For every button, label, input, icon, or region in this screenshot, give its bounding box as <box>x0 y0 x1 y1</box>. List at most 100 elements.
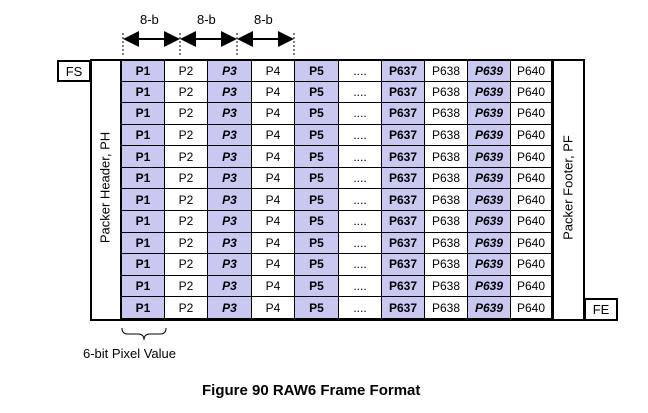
pixel-cell: .... <box>339 232 382 255</box>
pixel-cell: P2 <box>165 254 208 276</box>
pixel-cell: P637 <box>382 211 425 233</box>
pixel-cell: P1 <box>121 297 165 319</box>
pixel-cell: P3 <box>208 254 252 276</box>
pixel-cell: P639 <box>468 189 511 212</box>
pixel-cell: P640 <box>511 254 552 276</box>
packet-footer <box>552 59 585 321</box>
pixel-cell: P640 <box>511 275 552 298</box>
pixel-cell: P2 <box>165 211 208 233</box>
pixel-cell: P2 <box>165 146 208 168</box>
pixel-cell: P4 <box>252 167 295 190</box>
frame-end-label: FE <box>592 302 610 317</box>
pixel-cell: P5 <box>295 275 339 298</box>
pixel-cell: P639 <box>468 297 511 319</box>
pixel-cell: P637 <box>382 275 425 298</box>
pixel-cell: .... <box>339 167 382 190</box>
pixel-cell: P2 <box>165 60 208 82</box>
pixel-cell: P5 <box>295 124 339 147</box>
pixel-cell: P5 <box>295 81 339 104</box>
pixel-cell: P1 <box>121 103 165 125</box>
frame-end-box: FE <box>584 298 618 321</box>
pixel-cell: P5 <box>295 60 339 82</box>
pixel-cell: P2 <box>165 103 208 125</box>
figure-caption: Figure 90 RAW6 Frame Format <box>202 382 421 399</box>
pixel-cell: P3 <box>208 103 252 125</box>
pixel-cell: P1 <box>121 211 165 233</box>
pixel-cell: P638 <box>425 60 468 82</box>
pixel-cell: P639 <box>468 167 511 190</box>
pixel-cell: P3 <box>208 167 252 190</box>
pixel-cell: P638 <box>425 167 468 190</box>
pixel-cell: P640 <box>511 81 552 104</box>
bit-label-2: 8-b <box>197 12 216 27</box>
pixel-cell: P3 <box>208 232 252 255</box>
pixel-cell: P638 <box>425 124 468 147</box>
pixel-cell: P638 <box>425 103 468 125</box>
pixel-cell: P4 <box>252 254 295 276</box>
pixel-cell: P2 <box>165 232 208 255</box>
pixel-cell: P4 <box>252 103 295 125</box>
pixel-cell: P640 <box>511 60 552 82</box>
pixel-cell: P2 <box>165 81 208 104</box>
pixel-cell: P1 <box>121 189 165 212</box>
pixel-cell: P5 <box>295 103 339 125</box>
frame-start-label: FS <box>65 63 83 79</box>
pixel-cell: P2 <box>165 189 208 212</box>
pixel-cell: P640 <box>511 232 552 255</box>
pixel-cell: P5 <box>295 167 339 190</box>
pixel-cell: .... <box>339 254 382 276</box>
pixel-cell: .... <box>339 81 382 104</box>
pixel-cell: .... <box>339 60 382 82</box>
pixel-cell: P5 <box>295 232 339 255</box>
pixel-cell: P639 <box>468 124 511 147</box>
pixel-cell: P3 <box>208 211 252 233</box>
bit-label-1: 8-b <box>140 12 159 27</box>
pixel-cell: .... <box>339 211 382 233</box>
pixel-cell: .... <box>339 103 382 125</box>
pixel-cell: P4 <box>252 297 295 319</box>
pixel-cell: P639 <box>468 275 511 298</box>
pixel-cell: P5 <box>295 189 339 212</box>
pixel-brace <box>121 327 167 341</box>
pixel-cell: P639 <box>468 254 511 276</box>
pixel-cell: P639 <box>468 81 511 104</box>
pixel-cell: P637 <box>382 81 425 104</box>
pixel-cell: P4 <box>252 60 295 82</box>
pixel-cell: P3 <box>208 124 252 147</box>
pixel-cell: P3 <box>208 275 252 298</box>
pixel-cell: P638 <box>425 189 468 212</box>
pixel-cell: P2 <box>165 124 208 147</box>
pixel-cell: P638 <box>425 146 468 168</box>
packet-header-label: Packer Header, PH <box>97 131 113 244</box>
pixel-cell: .... <box>339 297 382 319</box>
pixel-cell: P639 <box>468 211 511 233</box>
pixel-cell: P5 <box>295 254 339 276</box>
pixel-cell: P638 <box>425 211 468 233</box>
pixel-cell: P640 <box>511 167 552 190</box>
pixel-cell: P5 <box>295 146 339 168</box>
bit-width-arrows <box>122 31 295 57</box>
pixel-cell: P4 <box>252 146 295 168</box>
pixel-cell: P1 <box>121 81 165 104</box>
pixel-cell: P3 <box>208 297 252 319</box>
pixel-cell: P640 <box>511 211 552 233</box>
pixel-cell: P638 <box>425 232 468 255</box>
pixel-cell: P2 <box>165 275 208 298</box>
pixel-cell: P4 <box>252 211 295 233</box>
pixel-cell: P638 <box>425 254 468 276</box>
pixel-cell: P3 <box>208 189 252 212</box>
bit-width-arrow-2 <box>179 31 237 57</box>
pixel-cell: P637 <box>382 146 425 168</box>
packet-footer-label: Packer Footer, PF <box>560 135 576 240</box>
pixel-cell: P1 <box>121 254 165 276</box>
pixel-cell: P637 <box>382 167 425 190</box>
pixel-cell: P1 <box>121 167 165 190</box>
